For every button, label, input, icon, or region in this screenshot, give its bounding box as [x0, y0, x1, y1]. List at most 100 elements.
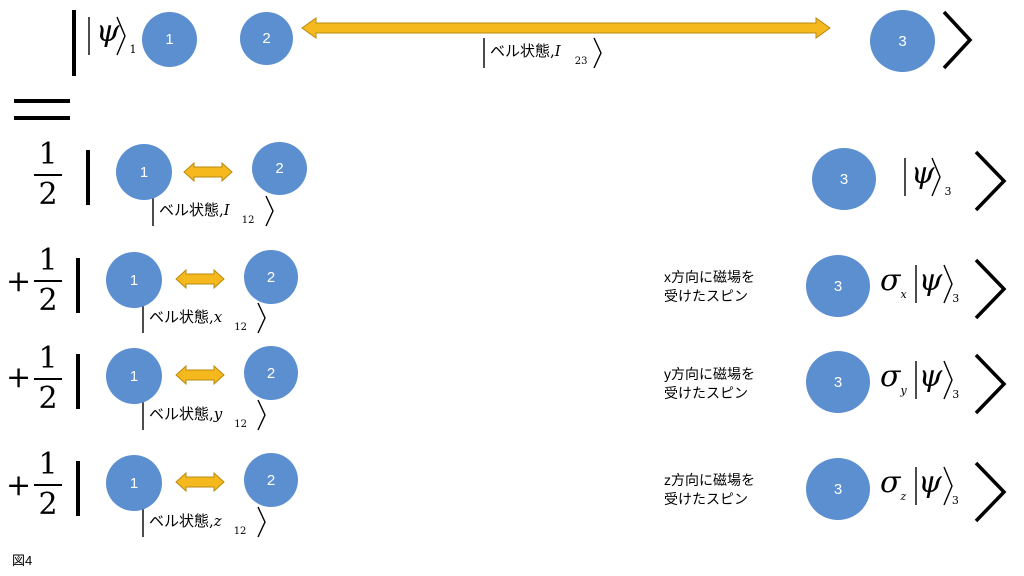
psi-subscript: 3 — [952, 388, 960, 401]
row4-double-arrow — [175, 471, 225, 493]
row3-particle-2: 2 — [244, 346, 298, 400]
psi-symbol: ψ — [918, 359, 943, 394]
row3-double-arrow — [175, 364, 225, 386]
sigma-symbol: σ — [880, 263, 901, 298]
sigma-subscript: z — [900, 490, 907, 503]
note-line-2: 受けたスピン — [664, 491, 748, 507]
bell-text: ベル状態, — [159, 201, 224, 219]
row4-bra-bar — [76, 461, 80, 516]
psi3-row1-angle — [931, 157, 941, 197]
sigma-subscript: y — [900, 384, 907, 397]
psi1-angle — [116, 16, 126, 56]
psi-subscript: 3 — [952, 292, 960, 305]
bell-var: x — [213, 308, 223, 326]
row2-double-arrow — [175, 268, 225, 290]
frac-num: 1 — [38, 341, 58, 376]
fraction-row1: 1 2 — [34, 140, 62, 210]
note-line-2: 受けたスピン — [664, 385, 748, 401]
row3-particle-1: 1 — [106, 348, 162, 404]
row1-double-arrow — [183, 161, 233, 183]
frac-den: 2 — [38, 487, 58, 522]
psi-subscript: 3 — [944, 185, 952, 198]
frac-den: 2 — [38, 381, 58, 416]
frac-den: 2 — [38, 177, 58, 212]
psi3-row3-angle — [943, 360, 953, 400]
note-line-1: y方向に磁場を — [664, 366, 755, 382]
psi-symbol: ψ — [918, 465, 942, 500]
bell-row3-angle — [257, 399, 266, 431]
bell-sub: 23 — [574, 56, 588, 67]
row2-particle-3: 3 — [806, 255, 870, 317]
bell-text: ベル状態, — [149, 308, 214, 326]
psi3-row4-angle — [943, 466, 953, 506]
bell-sub: 12 — [241, 215, 255, 226]
bell-var: y — [213, 405, 223, 423]
psi-symbol: ψ — [911, 156, 935, 191]
bell-text: ベル状態, — [149, 405, 214, 423]
bell-row2-angle — [257, 302, 266, 334]
psi-subscript: 3 — [951, 494, 959, 507]
frac-num: 1 — [38, 243, 58, 278]
frac-num: 1 — [38, 447, 58, 482]
bell-var: z — [213, 512, 222, 530]
bell-row4-angle — [257, 506, 266, 538]
bell-var: I — [223, 201, 230, 219]
top-left-bra-bar — [72, 10, 76, 76]
row2-plus: + — [6, 264, 32, 299]
big-ket-bracket-row4 — [974, 461, 1007, 523]
row2-bell-label: ベル状態,x 12 — [149, 306, 247, 333]
bell-text: ベル状態, — [490, 42, 555, 60]
row2-bra-bar — [76, 258, 80, 313]
row1-particle-3: 3 — [812, 148, 876, 210]
bell-var: I — [554, 42, 561, 60]
equals-bar-bottom — [14, 116, 70, 120]
fraction-row3: 1 2 — [34, 344, 62, 414]
particle-1: 1 — [142, 12, 197, 67]
row1-psi-ket: ψ3 — [911, 156, 952, 198]
equals-bar-top — [14, 99, 70, 103]
particle-2: 2 — [240, 12, 293, 65]
big-ket-bracket-row2 — [974, 258, 1007, 320]
row4-particle-3: 3 — [806, 458, 870, 520]
note-line-1: z方向に磁場を — [664, 472, 755, 488]
row3-particle-3: 3 — [806, 351, 870, 413]
big-ket-bracket-top — [942, 10, 973, 70]
bell-sub: 12 — [233, 526, 247, 537]
psi-subscript: 1 — [129, 43, 137, 56]
psi-symbol: ψ — [96, 14, 120, 49]
bell-top-angle — [593, 37, 602, 69]
bell-row1-angle — [265, 195, 274, 227]
fraction-row2: 1 2 — [34, 246, 62, 316]
sigma-symbol: σ — [880, 359, 901, 394]
sigma-subscript: x — [900, 288, 907, 301]
row3-bell-label: ベル状態,y 12 — [149, 403, 247, 430]
psi-symbol: ψ — [918, 263, 943, 298]
row3-bra-bar — [76, 354, 80, 409]
psi3-row2-angle — [943, 264, 953, 304]
row2-field-note: x方向に磁場を 受けたスピン — [664, 268, 755, 306]
row4-field-note: z方向に磁場を 受けたスピン — [664, 471, 755, 509]
bell-sub: 12 — [234, 419, 247, 430]
big-ket-bracket-row1 — [974, 150, 1007, 212]
bell-sub: 12 — [234, 322, 247, 333]
row1-bra-bar — [86, 150, 90, 205]
row1-particle-1: 1 — [116, 144, 172, 200]
sigma-symbol: σ — [880, 465, 901, 500]
frac-den: 2 — [38, 283, 58, 318]
row4-bell-label: ベル状態,z12 — [149, 510, 246, 537]
row1-bell-label: ベル状態,I 12 — [159, 199, 254, 226]
top-double-arrow — [301, 17, 831, 39]
particle-3: 3 — [870, 10, 935, 72]
row4-plus: + — [6, 468, 32, 503]
note-line-1: x方向に磁場を — [664, 269, 755, 285]
frac-num: 1 — [38, 137, 58, 172]
bell-state-label-top: ベル状態,I 23 — [490, 40, 587, 67]
psi1-ket: ψ1 — [96, 14, 137, 56]
row4-particle-1: 1 — [106, 455, 162, 511]
figure-caption: 図4 — [12, 553, 33, 568]
row2-particle-2: 2 — [244, 250, 298, 304]
